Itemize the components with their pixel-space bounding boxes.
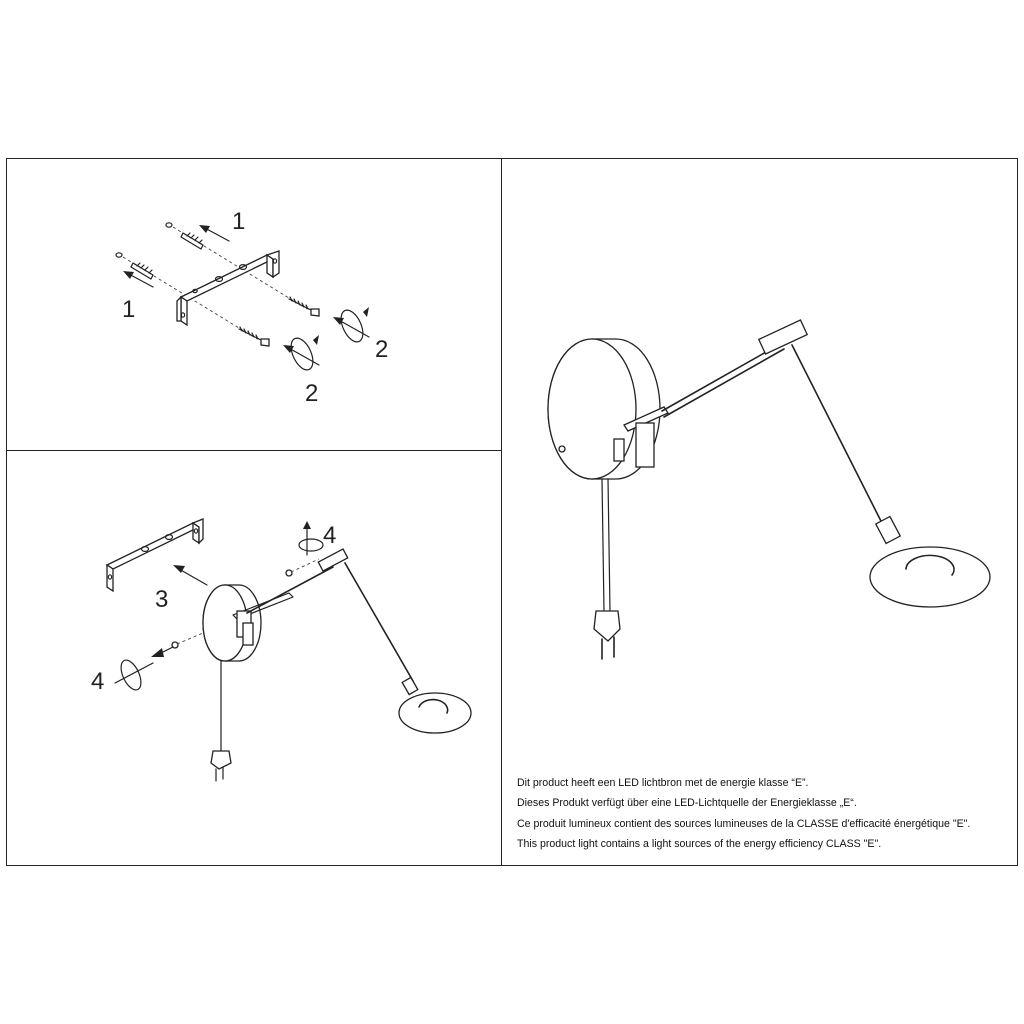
rotate-arrow-icon	[283, 335, 320, 371]
rotate-arrow-icon	[333, 307, 370, 343]
wall-plug-icon	[180, 232, 204, 250]
step-panel-finished-lamp: Dit product heeft een LED lichtbron met …	[502, 159, 1017, 865]
rotate-arrow-icon	[114, 659, 154, 691]
wall-lamp-icon	[547, 319, 991, 660]
energy-class-notes: Dit product heeft een LED lichtbron met …	[517, 773, 1012, 855]
wall-plug-icon	[130, 262, 154, 280]
screw-icon	[288, 296, 320, 317]
bracket-mounting-drawing: 1 1	[115, 208, 388, 407]
screw-icon	[285, 558, 320, 577]
direction-arrow-icon	[173, 565, 208, 586]
step-number-2: 2	[305, 380, 318, 407]
wall-hole-icon	[115, 252, 123, 258]
screw-icon	[238, 326, 270, 347]
wall-bracket-icon	[176, 250, 280, 327]
step-panel-bracket-mounting: 1 1	[7, 159, 502, 451]
finished-lamp-drawing	[547, 319, 991, 660]
step-number-2: 2	[375, 336, 388, 363]
wall-bracket-icon	[105, 518, 204, 593]
step-panel-lamp-attaching: 3	[7, 451, 502, 865]
power-plug-icon	[593, 610, 621, 660]
step-number-4: 4	[91, 668, 104, 695]
energy-note-de: Dieses Produkt verfügt über eine LED-Lic…	[517, 797, 857, 810]
step-number-1: 1	[232, 208, 245, 235]
step-number-1: 1	[122, 296, 135, 323]
direction-arrow-icon	[199, 225, 230, 242]
energy-note-fr: Ce produit lumineux contient des sources…	[517, 817, 971, 830]
direction-arrow-icon	[123, 271, 154, 288]
wall-hole-icon	[165, 222, 173, 228]
screw-icon	[151, 632, 204, 657]
rotate-arrow-icon	[298, 521, 324, 556]
wall-lamp-icon	[202, 548, 472, 782]
step-number-4: 4	[323, 522, 336, 549]
step-number-3: 3	[155, 586, 168, 613]
energy-note-nl: Dit product heeft een LED lichtbron met …	[517, 777, 809, 789]
energy-note-en: This product light contains a light sour…	[517, 838, 882, 851]
instruction-sheet: 1 1	[6, 158, 1018, 866]
lamp-attaching-drawing: 3	[91, 518, 472, 782]
